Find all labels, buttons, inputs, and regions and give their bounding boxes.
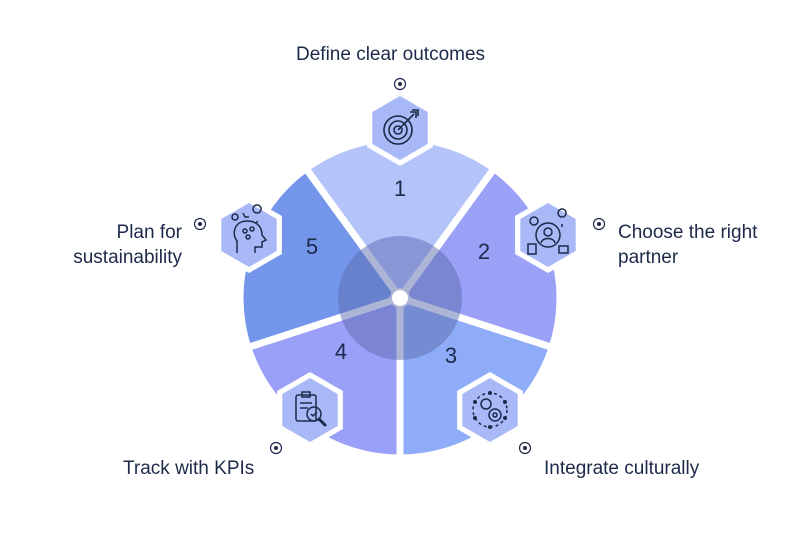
label-integrate-culturally: Integrate culturally — [544, 458, 700, 479]
segment-number-5: 5 — [306, 234, 318, 259]
segment-number-2: 2 — [478, 239, 490, 264]
badge-2 — [515, 197, 581, 273]
target-marker-icon — [393, 77, 407, 91]
gears-network-icon — [472, 391, 508, 429]
target-icon — [383, 109, 419, 145]
segment-number-4: 4 — [335, 339, 347, 364]
badge-3 — [457, 372, 523, 448]
head-ideas-icon — [231, 204, 268, 253]
label-define-clear-outcomes: Define clear outcomes — [296, 44, 486, 65]
target-marker-icon — [193, 217, 207, 231]
label-choose-the-right-partner: Choose the right partner — [618, 220, 757, 270]
label-line: sustainability — [73, 247, 182, 268]
segment-number-3: 3 — [445, 343, 457, 368]
label-line: partner — [618, 247, 679, 268]
label-track-with-kpis: Track with KPIs — [123, 458, 255, 479]
segment-number-1: 1 — [394, 176, 406, 201]
segment-numbers: 1 2 3 4 5 — [306, 176, 490, 368]
target-marker-icon — [269, 441, 283, 455]
clipboard-search-icon — [295, 391, 327, 427]
badge-1 — [367, 90, 433, 166]
target-marker-icon — [518, 441, 532, 455]
label-line: Choose the right — [618, 222, 758, 243]
label-plan-for-sustainability: Plan for sustainability — [73, 220, 182, 270]
icon-badges — [216, 90, 581, 448]
badge-4 — [277, 372, 343, 448]
label-line: Plan for — [116, 222, 182, 243]
center-overlay — [338, 236, 462, 360]
target-marker-icon — [592, 217, 606, 231]
badge-5 — [216, 197, 282, 273]
partner-icon — [527, 208, 569, 255]
center-hub — [392, 290, 408, 306]
label-markers — [193, 77, 606, 455]
